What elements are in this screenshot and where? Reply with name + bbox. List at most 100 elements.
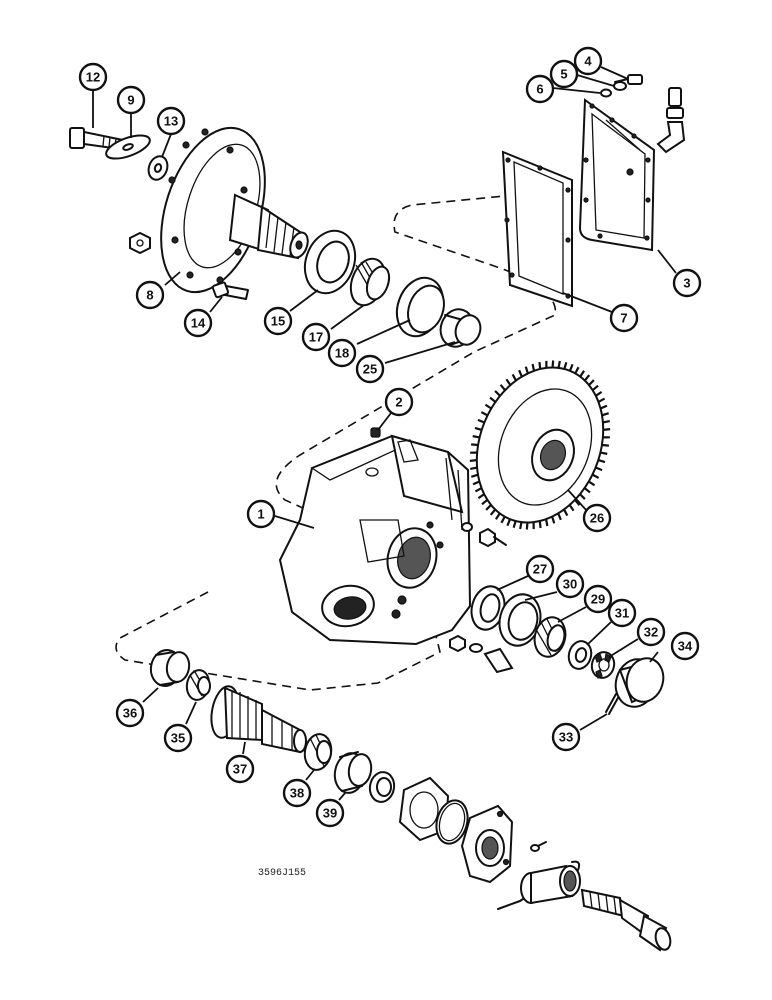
callout-15-label: 15 <box>271 314 285 329</box>
gear-tooth <box>551 516 556 524</box>
callout-14: 14 <box>183 308 213 338</box>
gear-tooth <box>591 473 600 479</box>
callout-34-label: 34 <box>678 639 693 654</box>
callout-17-label: 17 <box>309 330 323 345</box>
bearing-cone-part-17 <box>349 257 391 307</box>
callout-5: 5 <box>549 59 579 89</box>
callout-26: 26 <box>582 503 612 533</box>
gear-tooth <box>474 426 483 431</box>
washer-part-9 <box>105 134 151 160</box>
coupling-sleeve <box>520 864 581 905</box>
gear-tooth <box>500 516 506 524</box>
gear-tooth <box>591 384 599 392</box>
callout-32: 32 <box>636 617 666 647</box>
gear-tooth <box>568 504 575 512</box>
gear-tooth <box>531 363 536 372</box>
gear-tooth <box>600 404 608 410</box>
washer-part-6 <box>600 88 612 98</box>
callout-15: 15 <box>263 306 293 336</box>
gear-tooth <box>489 508 497 516</box>
castle-nut-part-32 <box>590 651 616 679</box>
callout-3: 3 <box>672 268 702 298</box>
gear-tooth <box>579 370 586 378</box>
gear-tooth <box>588 379 595 386</box>
callout-13: 13 <box>156 106 186 136</box>
callout-35-label: 35 <box>171 731 185 746</box>
seal-lower <box>368 771 396 803</box>
gear-tooth <box>481 498 489 506</box>
callout-17: 17 <box>301 322 331 352</box>
gear-tooth <box>597 459 606 464</box>
gear-tooth <box>524 366 529 374</box>
callout-32-label: 32 <box>644 625 658 640</box>
gear-tooth <box>506 518 512 527</box>
callout-7: 7 <box>609 303 639 333</box>
bolt-part-14 <box>211 281 249 300</box>
callout-14-label: 14 <box>191 316 206 331</box>
callout-12: 12 <box>78 62 108 92</box>
callout-36-label: 36 <box>123 706 137 721</box>
gear-tooth <box>505 378 512 386</box>
callout-36: 36 <box>115 698 145 728</box>
lockwasher-part-13 <box>147 155 169 181</box>
gear-tooth <box>597 397 606 403</box>
callout-4: 4 <box>573 46 603 76</box>
bearing-cup-part-30 <box>498 593 542 647</box>
callout-26-label: 26 <box>590 511 604 526</box>
callout-4-label: 4 <box>584 54 592 69</box>
callout-38-label: 38 <box>290 786 304 801</box>
callout-9-label: 9 <box>127 93 134 108</box>
bolt-part-4 <box>614 74 643 85</box>
callout-27: 27 <box>525 554 555 584</box>
gear-tooth <box>512 520 517 529</box>
callout-27-label: 27 <box>533 562 547 577</box>
gear-tooth <box>518 369 523 378</box>
callout-9: 9 <box>116 85 146 115</box>
bearing-cup-part-39 <box>333 751 373 794</box>
gear-tooth <box>477 493 485 500</box>
callout-8-label: 8 <box>146 288 153 303</box>
gear-tooth <box>470 466 478 471</box>
gear-tooth <box>602 419 610 424</box>
retainer-housing <box>460 804 514 884</box>
gear-tooth <box>472 480 480 486</box>
callout-2: 2 <box>384 387 414 417</box>
gear-tooth <box>477 418 485 424</box>
gear-tooth <box>563 361 568 370</box>
flange-shaft-part-8 <box>160 126 309 294</box>
gear-tooth <box>568 363 574 372</box>
gear-tooth <box>588 480 596 487</box>
seal-part-15 <box>303 229 357 295</box>
gear-tooth <box>538 361 542 370</box>
sleeve-part-25 <box>439 308 482 348</box>
callout-37: 37 <box>225 754 255 784</box>
callout-33-label: 33 <box>559 730 573 745</box>
callout-7-label: 7 <box>620 311 627 326</box>
callout-35: 35 <box>163 723 193 753</box>
callout-8: 8 <box>135 280 165 310</box>
cap-part-34 <box>614 657 665 708</box>
callout-39: 39 <box>315 798 345 828</box>
gear-part-26 <box>469 360 611 530</box>
callout-3-label: 3 <box>683 276 690 291</box>
output-shaft <box>580 888 672 952</box>
gear-tooth <box>472 435 480 439</box>
pinion-shaft-part-37 <box>210 685 307 754</box>
callout-25: 25 <box>355 354 385 384</box>
gear-tooth <box>563 508 569 517</box>
gear-tooth <box>519 521 523 530</box>
callout-29-label: 29 <box>591 592 605 607</box>
gear-tooth <box>470 473 479 478</box>
callout-30-label: 30 <box>563 577 577 592</box>
gear-tooth <box>557 360 561 369</box>
callout-5-label: 5 <box>560 67 567 82</box>
bearing-cone-part-29 <box>533 616 567 658</box>
housing-part-1 <box>278 434 472 646</box>
gear-tooth <box>551 360 555 368</box>
bearing-cone-part-35 <box>185 669 211 701</box>
gear-tooth <box>544 518 549 527</box>
callout-13-label: 13 <box>164 114 178 129</box>
callout-29: 29 <box>583 584 613 614</box>
